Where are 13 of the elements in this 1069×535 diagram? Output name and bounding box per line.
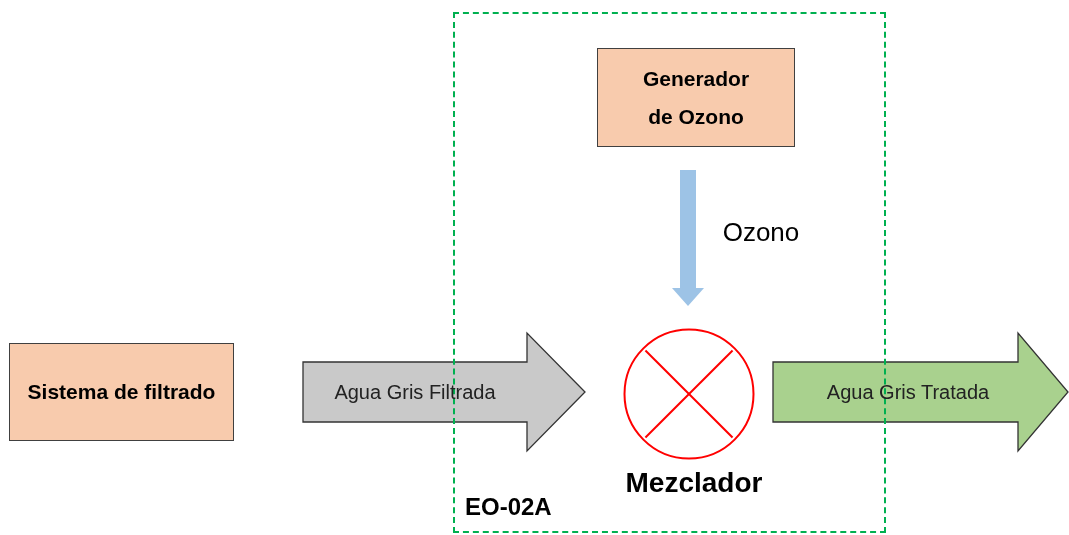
block-arrow <box>302 331 586 453</box>
edge-label: Agua Gris Filtrada <box>334 380 496 405</box>
box-text: Sistema de filtrado <box>27 379 216 405</box>
process-box <box>597 48 795 147</box>
boundary-label: EO-02A <box>465 492 552 522</box>
edge-label: Agua Gris Tratada <box>826 380 990 405</box>
block-arrow <box>772 331 1069 453</box>
process-box <box>9 343 234 441</box>
block-arrow <box>672 170 704 306</box>
edge-label: Ozono <box>722 215 800 249</box>
mixer-label: Mezclador <box>624 466 764 500</box>
mixer-symbol <box>623 328 755 460</box>
box-text: Generador de Ozono <box>641 65 751 130</box>
